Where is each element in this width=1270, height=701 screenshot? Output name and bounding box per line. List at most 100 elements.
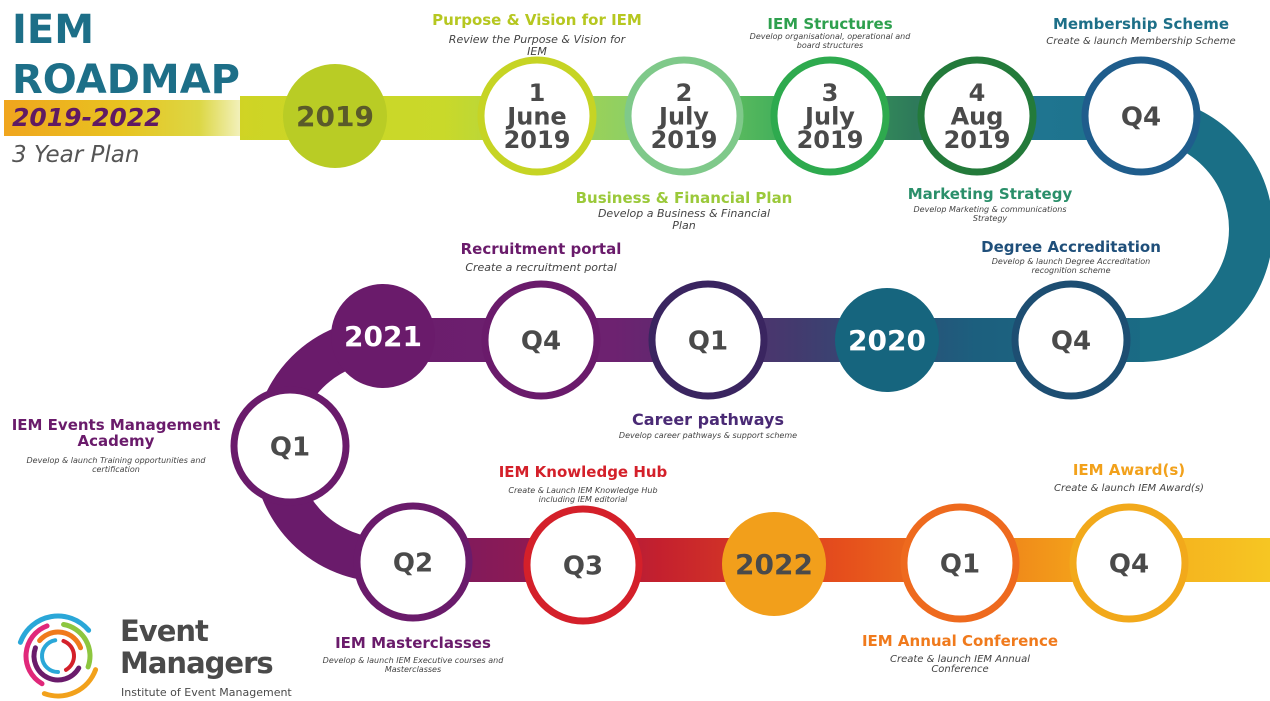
milestone-award-title: IEM Award(s) bbox=[1072, 461, 1186, 479]
milestone-business-title: Business & Financial Plan bbox=[575, 189, 793, 207]
milestone-masterclasses-desc: Develop & launch IEM Executive courses a… bbox=[322, 656, 504, 674]
logo-arc bbox=[61, 621, 93, 670]
node-circle bbox=[624, 56, 744, 176]
node-label: Q1 bbox=[940, 549, 980, 579]
logo-text-institute: Institute of Event Management bbox=[121, 686, 292, 699]
milestone-award-desc: Create & launch IEM Award(s) bbox=[1054, 483, 1204, 494]
milestone-recruitment-title: Recruitment portal bbox=[460, 240, 622, 258]
node-circle bbox=[770, 56, 890, 176]
node-label: July bbox=[657, 103, 709, 131]
node-circle bbox=[1069, 503, 1189, 623]
roadmap-node-nq1a: Q1 bbox=[648, 280, 768, 400]
milestone-marketing-title: Marketing Strategy bbox=[907, 185, 1073, 203]
node-label: 2019 bbox=[944, 126, 1011, 154]
milestone-academy-desc: Develop & launch Training opportunities … bbox=[26, 456, 206, 474]
roadmap-node-nq4c: Q4 bbox=[481, 280, 601, 400]
milestone-purpose-title: Purpose & Vision for IEM bbox=[432, 11, 642, 29]
plan-label: 3 Year Plan bbox=[12, 142, 140, 168]
node-label: Q1 bbox=[688, 326, 728, 356]
logo-arc bbox=[37, 629, 84, 651]
node-circle bbox=[835, 288, 939, 392]
milestone-membership-title: Membership Scheme bbox=[1052, 15, 1230, 33]
milestone-academy-title-1: IEM Events Management bbox=[11, 416, 221, 434]
title-line2: ROADMAP bbox=[12, 57, 240, 103]
milestone-knowledge-title: IEM Knowledge Hub bbox=[498, 463, 668, 481]
node-circle bbox=[331, 284, 435, 388]
milestone-purpose-desc: Review the Purpose & Vision for IEM bbox=[448, 33, 626, 58]
node-label: 1 bbox=[529, 79, 546, 107]
node-label: Q4 bbox=[1051, 326, 1091, 356]
milestone-degree-desc: Develop & launch Degree Accreditation re… bbox=[991, 257, 1151, 275]
node-label: 2022 bbox=[735, 548, 813, 581]
milestone-business-desc: Develop a Business & Financial Plan bbox=[597, 207, 771, 232]
node-label: Q1 bbox=[270, 432, 310, 462]
roadmap-node-n2021: 2021 bbox=[331, 284, 435, 388]
milestone-conference-desc: Create & launch IEM Annual Conference bbox=[889, 654, 1031, 675]
logo-mark bbox=[17, 613, 99, 699]
node-label: 3 bbox=[822, 79, 839, 107]
roadmap-node-n2022: 2022 bbox=[722, 512, 826, 616]
milestone-recruitment-desc: Create a recruitment portal bbox=[465, 261, 617, 274]
roadmap-node-n2020: 2020 bbox=[835, 288, 939, 392]
roadmap-node-nq2: Q2 bbox=[353, 502, 473, 622]
milestone-marketing-desc: Develop Marketing & communications Strat… bbox=[913, 205, 1067, 223]
node-label: 2019 bbox=[651, 126, 718, 154]
node-label: 2019 bbox=[797, 126, 864, 154]
node-label: 2 bbox=[676, 79, 693, 107]
node-label: Q4 bbox=[1109, 549, 1149, 579]
node-label: 2020 bbox=[848, 324, 926, 357]
milestone-knowledge-desc: Create & Launch IEM Knowledge Hub includ… bbox=[508, 486, 658, 504]
roadmap-node-nq1b: Q1 bbox=[230, 386, 350, 506]
node-circle bbox=[1011, 280, 1131, 400]
title-line1: IEM bbox=[12, 7, 95, 53]
node-label: 2019 bbox=[296, 100, 374, 133]
node-label: Q2 bbox=[393, 548, 433, 578]
node-circle bbox=[722, 512, 826, 616]
milestone-membership-desc: Create & launch Membership Scheme bbox=[1046, 36, 1236, 47]
node-circle bbox=[1081, 56, 1201, 176]
node-circle bbox=[481, 280, 601, 400]
milestone-conference-title: IEM Annual Conference bbox=[861, 632, 1059, 650]
node-label: Q3 bbox=[563, 551, 603, 581]
node-label: Q4 bbox=[521, 326, 561, 356]
milestone-career-desc: Develop career pathways & support scheme bbox=[618, 431, 798, 440]
node-label: July bbox=[803, 103, 855, 131]
node-label: Aug bbox=[951, 103, 1004, 131]
milestone-masterclasses-title: IEM Masterclasses bbox=[335, 634, 491, 652]
milestone-structures-title: IEM Structures bbox=[767, 15, 893, 33]
roadmap-node-n2019a: 2019 bbox=[283, 64, 387, 168]
node-circle bbox=[900, 503, 1020, 623]
logo-arc bbox=[31, 645, 82, 683]
milestone-academy-title-2: Academy bbox=[77, 432, 155, 450]
milestone-career-title: Career pathways bbox=[632, 410, 784, 429]
milestone-structures-desc: Develop organisational, operational and … bbox=[749, 32, 911, 50]
roadmap-node-nq3: Q3 bbox=[523, 505, 643, 625]
roadmap-node-nq4b: Q4 bbox=[1011, 280, 1131, 400]
node-label: 2019 bbox=[504, 126, 571, 154]
node-circle bbox=[230, 386, 350, 506]
years-band: 2019-2022 bbox=[4, 100, 264, 136]
node-label: Q4 bbox=[1121, 102, 1161, 132]
nodes-layer: 20191June20192July20193July20194Aug2019Q… bbox=[230, 56, 1201, 625]
node-label: June bbox=[505, 103, 566, 131]
logo-text-event: Event bbox=[120, 614, 209, 648]
node-circle bbox=[477, 56, 597, 176]
logo-arc bbox=[17, 613, 92, 645]
node-circle bbox=[353, 502, 473, 622]
roadmap-node-nq4d: Q4 bbox=[1069, 503, 1189, 623]
logo-text-managers: Managers bbox=[120, 646, 274, 680]
logo-arc bbox=[40, 638, 60, 674]
node-circle bbox=[648, 280, 768, 400]
node-circle bbox=[917, 56, 1037, 176]
roadmap-node-nq1c: Q1 bbox=[900, 503, 1020, 623]
logo-arc bbox=[61, 638, 76, 672]
node-label: 2021 bbox=[344, 320, 422, 353]
years-label: 2019-2022 bbox=[12, 103, 162, 132]
logo-arc bbox=[23, 623, 50, 687]
node-label: 4 bbox=[969, 79, 986, 107]
